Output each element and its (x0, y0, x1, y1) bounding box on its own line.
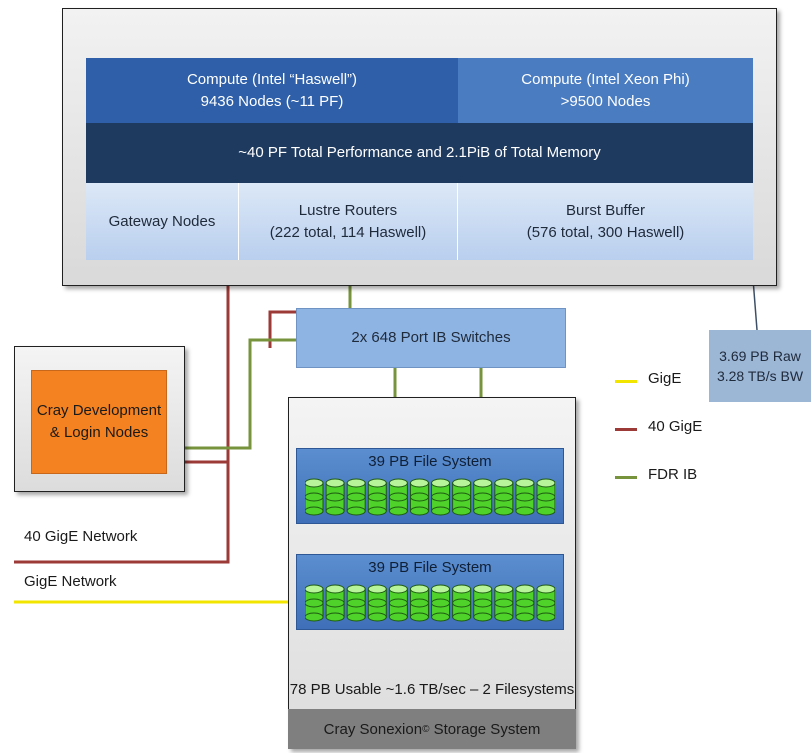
legend-swatch-fdr (615, 476, 637, 479)
ib-switch-box: 2x 648 Port IB Switches (296, 308, 566, 368)
disk-array-2 (304, 581, 556, 625)
disk-icon (346, 478, 366, 516)
storage-system-bar: Cray Sonexion© Storage System (288, 709, 576, 749)
total-performance-bar: ~40 PF Total Performance and 2.1PiB of T… (86, 123, 753, 183)
disk-icon (536, 584, 556, 622)
storage-system-suffix: Storage System (429, 720, 541, 738)
gateway-nodes-label: Gateway Nodes (108, 212, 216, 230)
disk-array-1 (304, 475, 556, 519)
callout-line1: 3.69 PB Raw (719, 348, 801, 364)
disk-icon (304, 584, 324, 622)
burst-buffer-callout: 3.69 PB Raw 3.28 TB/s BW (709, 330, 811, 402)
legend-label-gige: GigE (648, 370, 682, 387)
filesystem-2-box: 39 PB File System (296, 554, 564, 630)
xeon-phi-line2: >9500 Nodes (560, 92, 651, 110)
ib-switch-label: 2x 648 Port IB Switches (351, 329, 511, 346)
lustre-line1: Lustre Routers (298, 201, 398, 219)
legend-label-gige40: 40 GigE (648, 418, 703, 435)
disk-icon (325, 478, 345, 516)
xeon-phi-compute-box: Compute (Intel Xeon Phi) >9500 Nodes (458, 58, 753, 123)
gige40-line-switch (268, 310, 296, 348)
disk-icon (431, 478, 451, 516)
haswell-line1: Compute (Intel “Haswell”) (186, 70, 358, 88)
disk-icon (367, 584, 387, 622)
xeon-phi-line1: Compute (Intel Xeon Phi) (521, 70, 690, 88)
gige40-network-label: 40 GigE Network (24, 528, 138, 545)
disk-icon (494, 584, 514, 622)
gige40-line-cabinet (14, 286, 230, 564)
disk-icon (304, 478, 324, 516)
disk-icon (536, 478, 556, 516)
haswell-line2: 9436 Nodes (~11 PF) (200, 92, 344, 110)
storage-system-prefix: Cray Sonexion (323, 720, 423, 738)
gige-network-label: GigE Network (24, 573, 117, 590)
burst-buffer-box: Burst Buffer (576 total, 300 Haswell) (458, 183, 753, 260)
login-line2: & Login Nodes (49, 424, 149, 441)
disk-icon (431, 584, 451, 622)
fdr-line-login (185, 338, 296, 450)
disk-icon (325, 584, 345, 622)
disk-icon (473, 584, 493, 622)
lustre-line2: (222 total, 114 Haswell) (269, 223, 427, 241)
login-nodes-box: Cray Development & Login Nodes (31, 370, 167, 474)
storage-system-sup: © (422, 723, 430, 735)
disk-icon (409, 478, 429, 516)
callout-line2: 3.28 TB/s BW (716, 368, 804, 384)
filesystem-1-label: 39 PB File System (368, 453, 492, 470)
lustre-routers-box: Lustre Routers (222 total, 114 Haswell) (239, 183, 458, 260)
disk-icons (304, 478, 556, 516)
login-line1: Cray Development (36, 402, 162, 419)
disk-icon (473, 478, 493, 516)
filesystem-1-box: 39 PB File System (296, 448, 564, 524)
burst-line2: (576 total, 300 Haswell) (526, 223, 685, 241)
legend-swatch-gige (615, 380, 637, 383)
disk-icon (452, 584, 472, 622)
legend-label-fdr: FDR IB (648, 466, 698, 483)
legend-swatch-gige40 (615, 428, 637, 431)
disk-icon (515, 478, 535, 516)
legend: GigE 40 GigE FDR IB (615, 368, 705, 488)
burst-line1: Burst Buffer (566, 201, 645, 219)
total-performance-label: ~40 PF Total Performance and 2.1PiB of T… (238, 144, 601, 161)
disk-icons (304, 584, 556, 622)
gateway-nodes-box: Gateway Nodes (86, 183, 239, 260)
disk-icon (367, 478, 387, 516)
haswell-compute-box: Compute (Intel “Haswell”) 9436 Nodes (~1… (86, 58, 458, 123)
disk-icon (409, 584, 429, 622)
storage-usable-label: 78 PB Usable ~1.6 TB/sec – 2 Filesystems (289, 681, 575, 698)
disk-icon (494, 478, 514, 516)
disk-icon (515, 584, 535, 622)
disk-icon (388, 584, 408, 622)
filesystem-2-label: 39 PB File System (368, 559, 492, 576)
disk-icon (388, 478, 408, 516)
disk-icon (346, 584, 366, 622)
disk-icon (452, 478, 472, 516)
